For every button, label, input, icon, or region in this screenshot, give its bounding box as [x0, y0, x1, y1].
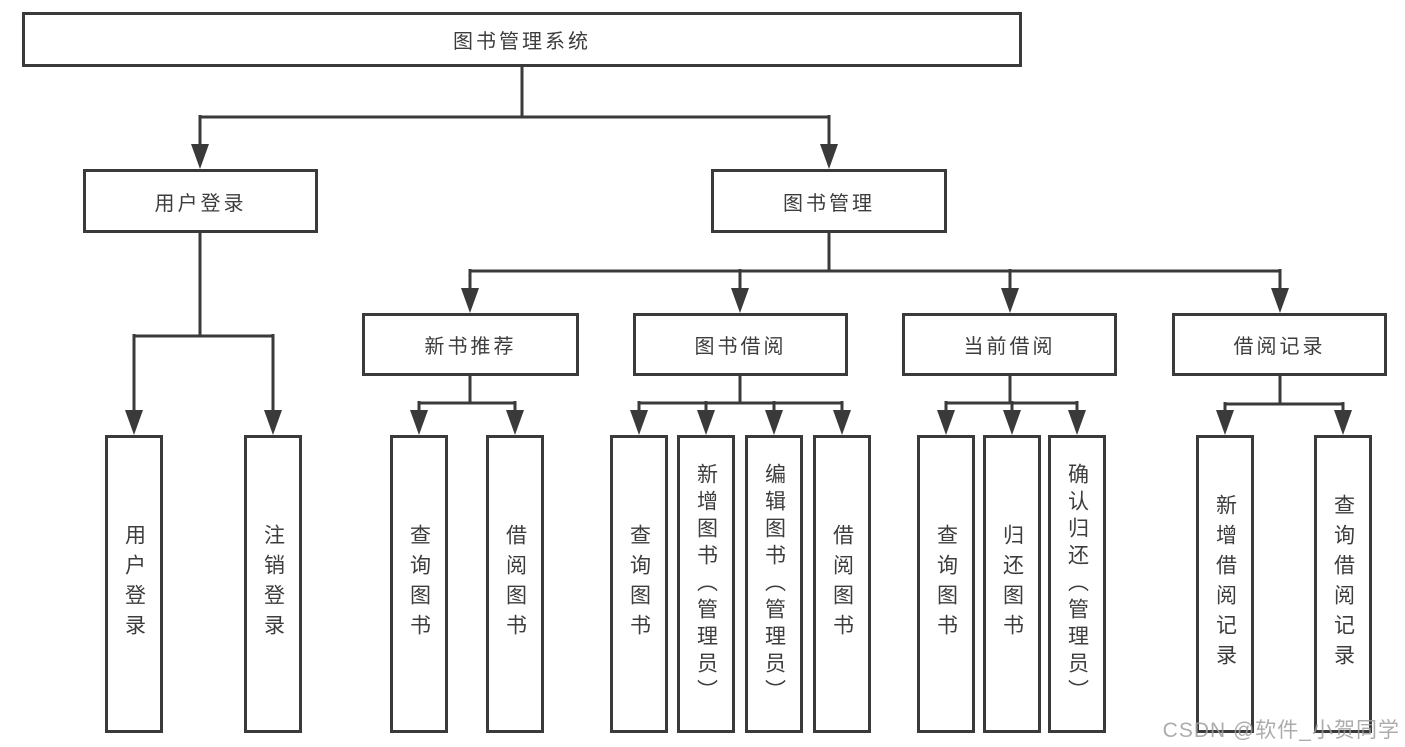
node-leaf-confirm-return-admin: 确认归还（管理员） — [1048, 435, 1106, 733]
arrowhead — [765, 410, 783, 435]
arrowhead — [506, 410, 524, 435]
node-leaf-query-books-borrow: 查询图书 — [610, 435, 668, 733]
node-borrow-records: 借阅记录 — [1172, 313, 1387, 376]
arrowhead — [1068, 410, 1086, 435]
node-leaf-query-books-current: 查询图书 — [917, 435, 975, 733]
arrowhead — [410, 410, 428, 435]
node-new-book-recommend: 新书推荐 — [362, 313, 579, 376]
connector-book-borrow-to-leaves — [637, 376, 844, 414]
node-leaf-add-borrow-record: 新增借阅记录 — [1196, 435, 1254, 733]
arrowhead — [1334, 410, 1352, 435]
connector-new-book-recommend-to-leaves — [417, 376, 517, 414]
arrowhead — [1003, 410, 1021, 435]
arrowhead — [461, 288, 479, 313]
arrowhead — [820, 144, 838, 169]
arrowhead — [1216, 410, 1234, 435]
node-book-management: 图书管理 — [711, 169, 947, 233]
connector-root-to-level2 — [198, 67, 831, 147]
node-leaf-return-book: 归还图书 — [983, 435, 1041, 733]
arrowhead — [191, 144, 209, 169]
arrowhead — [1271, 288, 1289, 313]
node-leaf-edit-book-admin: 编辑图书（管理员） — [745, 435, 803, 733]
arrowhead — [264, 410, 282, 435]
arrowhead — [697, 410, 715, 435]
node-user-login: 用户登录 — [83, 169, 318, 233]
connector-book-management-to-level3 — [468, 233, 1282, 291]
connector-current-borrow-to-leaves — [944, 376, 1079, 414]
node-leaf-logout: 注销登录 — [244, 435, 302, 733]
node-root: 图书管理系统 — [22, 12, 1022, 67]
arrowhead — [833, 410, 851, 435]
node-current-borrow: 当前借阅 — [902, 313, 1117, 376]
arrowhead — [1001, 288, 1019, 313]
arrowhead — [731, 288, 749, 313]
arrowhead — [937, 410, 955, 435]
connector-borrow-records-to-leaves — [1223, 376, 1345, 414]
arrowhead — [125, 410, 143, 435]
node-book-borrow: 图书借阅 — [633, 313, 848, 376]
connector-user-login-to-leaves — [132, 233, 275, 413]
node-leaf-user-login: 用户登录 — [105, 435, 163, 733]
node-leaf-add-book-admin: 新增图书（管理员） — [677, 435, 735, 733]
node-leaf-query-borrow-record: 查询借阅记录 — [1314, 435, 1372, 733]
arrowhead — [630, 410, 648, 435]
node-leaf-borrow-book-borrow: 借阅图书 — [813, 435, 871, 733]
node-leaf-borrow-book-recommend: 借阅图书 — [486, 435, 544, 733]
node-leaf-query-books-recommend: 查询图书 — [390, 435, 448, 733]
